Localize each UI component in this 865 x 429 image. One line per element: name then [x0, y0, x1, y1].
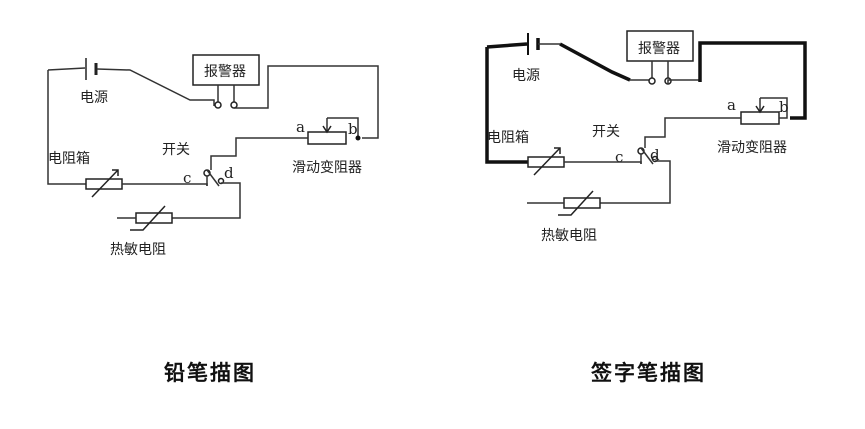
right-caption: 签字笔描图	[590, 360, 706, 385]
left-alarm-box	[192, 54, 260, 86]
right-wire-rheostat-switch	[644, 117, 741, 148]
left-alarm-terminal-1	[214, 101, 222, 109]
left-switch-label: 开关	[162, 142, 190, 158]
right-alarm-label: 报警器	[638, 41, 680, 57]
left-switch-terminal-d: d	[224, 164, 234, 182]
left-rheostat-node-b	[355, 135, 361, 141]
right-thermistor-label: 热敏电阻	[541, 228, 597, 244]
left-switch-blade	[206, 169, 220, 187]
right-rheostat-body	[740, 111, 780, 125]
left-wire-battery-alarm	[96, 68, 215, 106]
left-caption: 铅笔描图	[164, 360, 256, 385]
left-resistance-box-arrow	[91, 169, 119, 198]
left-circuit: 报警器 电源 a b 滑动变阻器 开关 c d 电阻箱	[47, 54, 379, 385]
right-wire-alarm-rheostat	[698, 41, 807, 120]
right-wire-alarm-out	[667, 79, 700, 84]
left-rheostat-body	[307, 131, 347, 145]
right-wire-left-side	[485, 47, 528, 164]
right-resistance-box-label: 电阻箱	[487, 130, 529, 146]
left-rheostat-label: 滑动变阻器	[292, 159, 362, 176]
right-thermistor-slash	[558, 190, 594, 216]
right-wire-resistance-switch	[564, 161, 642, 164]
left-resistance-box-label: 电阻箱	[48, 151, 90, 167]
left-rheostat-wiper-wire	[327, 117, 359, 138]
left-rheostat-terminal-a: a	[296, 118, 305, 136]
left-wire-switch-thermistor	[172, 182, 241, 219]
right-alarm-terminal-1	[648, 77, 656, 85]
right-rheostat-wiper-wire	[760, 97, 788, 119]
right-rheostat-label: 滑动变阻器	[717, 139, 787, 156]
right-resistance-box-arrow	[533, 147, 561, 176]
right-rheostat-terminal-b: b	[779, 98, 789, 116]
left-battery-symbol	[85, 58, 98, 80]
left-rheostat-arrow	[322, 125, 332, 134]
right-switch-blade	[640, 147, 654, 165]
left-switch-terminal-c: c	[183, 169, 191, 187]
right-alarm-box	[626, 30, 694, 62]
right-rheostat-arrow	[755, 105, 765, 114]
left-alarm-label: 报警器	[204, 64, 246, 80]
left-rheostat-terminal-b: b	[348, 120, 358, 138]
left-wire-rheostat-switch	[210, 137, 308, 170]
right-battery-symbol	[527, 33, 540, 55]
right-wire-battery-slant	[559, 42, 631, 82]
right-rheostat-terminal-a: a	[727, 96, 736, 114]
right-circuit: 电源 报警器 a b 滑动变阻器 开关 c d 电阻箱	[485, 30, 807, 385]
left-thermistor-slash	[130, 205, 166, 231]
right-resistance-box-arrowhead	[554, 147, 561, 154]
left-wire-left-side	[47, 70, 86, 185]
left-alarm-terminal-2	[230, 101, 238, 109]
left-resistance-box-arrowhead	[112, 169, 119, 176]
left-battery-label: 电源	[80, 90, 108, 106]
left-wire-resistance-switch	[122, 183, 208, 186]
right-switch-terminal-c: c	[615, 148, 623, 166]
right-switch-label: 开关	[592, 124, 620, 140]
right-switch-terminal-d: d	[650, 146, 660, 164]
left-wire-alarm-rheostat	[234, 65, 379, 139]
left-wire-top-left	[47, 67, 86, 71]
right-battery-label: 电源	[512, 68, 540, 84]
right-wire-switch-thermistor	[600, 160, 671, 204]
right-wire-top-left	[486, 42, 528, 49]
left-thermistor-label: 热敏电阻	[110, 242, 166, 258]
